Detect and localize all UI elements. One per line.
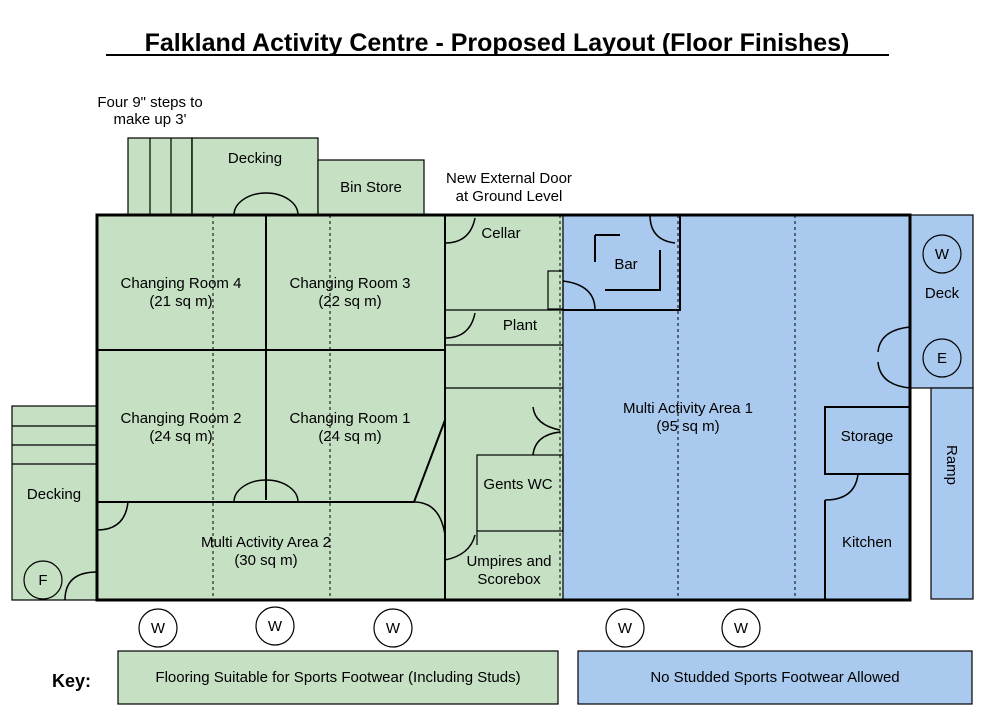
cr4-name: Changing Room 4 (121, 275, 242, 292)
cr4-area: (21 sq m) (149, 293, 212, 310)
steps-note-line2: make up 3' (114, 111, 187, 128)
key-green-swatch (117, 650, 559, 705)
cr3-name: Changing Room 3 (290, 275, 411, 292)
key-label: Key: (52, 671, 91, 691)
marker-w-deck: W (922, 234, 962, 274)
cellar-label: Cellar (481, 225, 520, 242)
plant-label: Plant (503, 317, 538, 334)
dotted-lines (212, 215, 796, 600)
step-lines (12, 138, 193, 465)
marker-e-deck: E (922, 338, 962, 378)
cr3-area: (22 sq m) (318, 293, 381, 310)
svg-text:W: W (935, 246, 950, 263)
maa1-area: (95 sq m) (656, 418, 719, 435)
cr1-name: Changing Room 1 (290, 410, 411, 427)
new-door-line2: at Ground Level (456, 188, 563, 205)
umpires-line2: Scorebox (477, 571, 541, 588)
svg-text:W: W (386, 620, 401, 637)
key-blue-text: No Studded Sports Footwear Allowed (650, 669, 899, 686)
svg-text:F: F (38, 572, 47, 589)
svg-text:W: W (268, 618, 283, 635)
key-green-text: Flooring Suitable for Sports Footwear (I… (155, 669, 520, 686)
umpires-line1: Umpires and (466, 553, 551, 570)
blue-floor-areas (563, 214, 974, 600)
doors (64, 192, 911, 601)
cr2-area: (24 sq m) (149, 428, 212, 445)
marker-w-2: W (255, 606, 295, 646)
bar-label: Bar (614, 256, 637, 273)
marker-w-1: W (138, 608, 178, 648)
decking-left-label: Decking (27, 486, 81, 503)
cr2-name: Changing Room 2 (121, 410, 242, 427)
svg-text:W: W (151, 620, 166, 637)
storage-label: Storage (841, 428, 894, 445)
maa2-name: Multi Activity Area 2 (201, 534, 331, 551)
marker-w-5: W (721, 608, 761, 648)
decking-left (11, 405, 98, 601)
marker-f-decking: F (23, 560, 63, 600)
decking-top (191, 137, 319, 216)
decking-top-label: Decking (228, 150, 282, 167)
maa1-name: Multi Activity Area 1 (623, 400, 753, 417)
svg-text:W: W (618, 620, 633, 637)
deck-right (909, 214, 974, 389)
new-door-line1: New External Door (446, 170, 572, 187)
kitchen-label: Kitchen (842, 534, 892, 551)
room-labels: Four 9" steps to make up 3' Decking Bin … (27, 94, 960, 588)
internal-walls (97, 215, 911, 600)
deck-label: Deck (925, 285, 960, 302)
ramp-label: Ramp (943, 445, 960, 485)
svg-text:W: W (734, 620, 749, 637)
marker-w-3: W (373, 608, 413, 648)
legend: Key: Flooring Suitable for Sports Footwe… (52, 650, 973, 705)
key-blue-swatch (577, 650, 973, 705)
ramp (930, 387, 974, 600)
steps (127, 137, 193, 216)
markers: W E F W W W W W (23, 234, 962, 648)
page-title: Falkland Activity Centre - Proposed Layo… (145, 29, 850, 57)
cr1-area: (24 sq m) (318, 428, 381, 445)
maa2-area: (30 sq m) (234, 552, 297, 569)
svg-text:E: E (937, 350, 947, 367)
steps-note-line1: Four 9" steps to (97, 94, 202, 111)
bin-store-label: Bin Store (340, 179, 402, 196)
marker-w-4: W (605, 608, 645, 648)
gents-wc-label: Gents WC (483, 476, 552, 493)
